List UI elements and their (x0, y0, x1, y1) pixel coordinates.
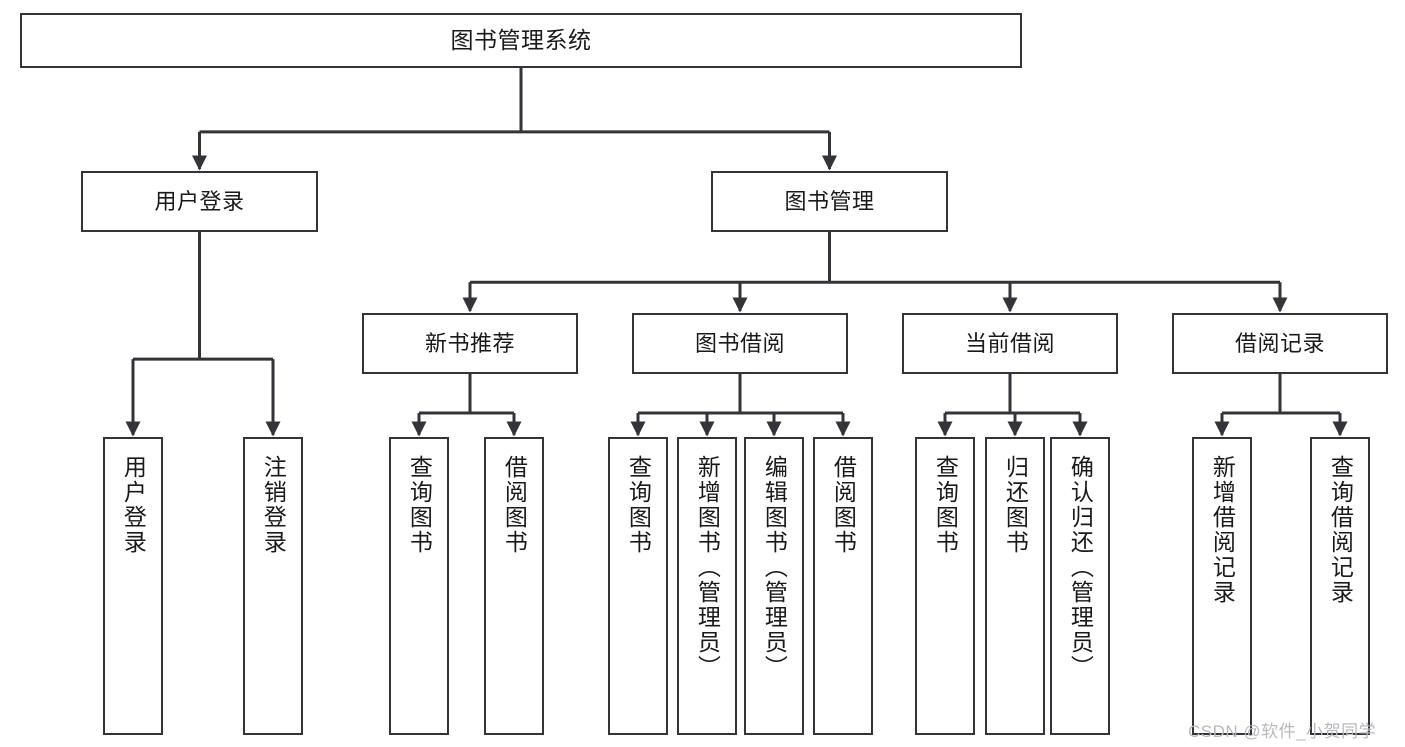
node-leaf-query-book-1[interactable]: 查询图书 (389, 437, 449, 735)
node-leaf-query-book-2-label: 查询图书 (625, 455, 652, 555)
node-book-manage[interactable]: 图书管理 (711, 171, 948, 232)
node-leaf-logout-label: 注销登录 (260, 455, 287, 555)
node-leaf-query-book-1-label: 查询图书 (406, 455, 433, 555)
node-new-book-recommend-label: 新书推荐 (424, 330, 515, 356)
node-current-borrow[interactable]: 当前借阅 (902, 313, 1118, 374)
node-leaf-query-record[interactable]: 查询借阅记录 (1310, 437, 1370, 735)
node-root[interactable]: 图书管理系统 (20, 13, 1022, 68)
node-new-book-recommend[interactable]: 新书推荐 (362, 313, 578, 374)
node-borrow-record-label: 借阅记录 (1234, 330, 1325, 356)
node-leaf-add-record-label: 新增借阅记录 (1209, 455, 1236, 605)
node-leaf-add-book[interactable]: 新增图书（管理员） (677, 437, 737, 735)
node-current-borrow-label: 当前借阅 (964, 330, 1055, 356)
node-leaf-borrow-book-1-label: 借阅图书 (501, 455, 528, 555)
node-leaf-confirm-return-label: 确认归还（管理员） (1067, 455, 1094, 680)
node-borrow-record[interactable]: 借阅记录 (1172, 313, 1388, 374)
node-leaf-logout[interactable]: 注销登录 (243, 437, 303, 735)
node-leaf-borrow-book-1[interactable]: 借阅图书 (484, 437, 544, 735)
node-leaf-add-book-label: 新增图书（管理员） (694, 455, 721, 680)
watermark: CSDN @软件_小贺同学 (1188, 722, 1377, 741)
node-leaf-user-login-label: 用户登录 (120, 455, 147, 555)
node-leaf-edit-book-label: 编辑图书（管理员） (761, 455, 788, 680)
node-book-borrow[interactable]: 图书借阅 (632, 313, 848, 374)
node-leaf-query-book-3-label: 查询图书 (932, 455, 959, 555)
node-user-login-label: 用户登录 (154, 188, 245, 214)
node-leaf-return-book[interactable]: 归还图书 (985, 437, 1045, 735)
node-leaf-confirm-return[interactable]: 确认归还（管理员） (1050, 437, 1110, 735)
node-user-login[interactable]: 用户登录 (81, 171, 318, 232)
node-leaf-edit-book[interactable]: 编辑图书（管理员） (744, 437, 804, 735)
node-leaf-query-book-2[interactable]: 查询图书 (608, 437, 668, 735)
node-leaf-return-book-label: 归还图书 (1002, 455, 1029, 555)
node-leaf-borrow-book-2[interactable]: 借阅图书 (813, 437, 873, 735)
node-leaf-query-record-label: 查询借阅记录 (1327, 455, 1354, 605)
node-leaf-user-login[interactable]: 用户登录 (103, 437, 163, 735)
node-book-manage-label: 图书管理 (784, 188, 875, 214)
node-leaf-query-book-3[interactable]: 查询图书 (915, 437, 975, 735)
node-book-borrow-label: 图书借阅 (694, 330, 785, 356)
node-root-label: 图书管理系统 (450, 26, 592, 53)
node-leaf-add-record[interactable]: 新增借阅记录 (1192, 437, 1252, 735)
node-leaf-borrow-book-2-label: 借阅图书 (830, 455, 857, 555)
